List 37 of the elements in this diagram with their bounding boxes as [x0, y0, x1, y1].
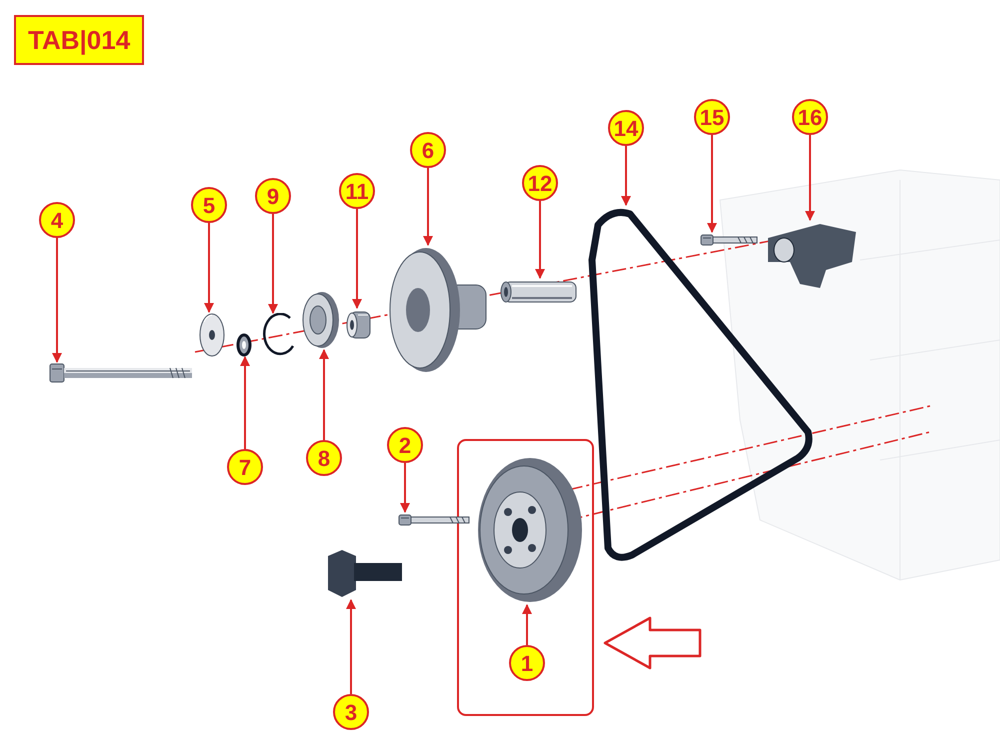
callout-number: 12: [522, 165, 558, 201]
callout-number: 9: [255, 178, 291, 214]
leader-line: [400, 463, 410, 513]
callout-number: 7: [227, 449, 263, 485]
callout-number: 3: [333, 694, 369, 730]
leader-line: [805, 135, 815, 221]
callout-number: 14: [608, 110, 644, 146]
leader-line: [268, 214, 278, 314]
leader-line: [535, 201, 545, 279]
title-label: TAB|014: [14, 15, 144, 65]
leader-line: [240, 356, 250, 449]
leader-line: [352, 209, 362, 309]
callout-number: 1: [509, 645, 545, 681]
callout-number: 5: [191, 187, 227, 223]
callout-number: 6: [410, 132, 446, 168]
washer-drawing: [198, 312, 226, 358]
leader-line: [707, 135, 717, 233]
leader-line: [423, 168, 433, 246]
bolt-drawing: [325, 548, 405, 600]
callout-number: 2: [387, 427, 423, 463]
callout-number: 11: [339, 173, 375, 209]
hub-pulley-drawing: [388, 245, 488, 375]
screw-drawing: [700, 232, 758, 248]
long-bolt-drawing: [48, 362, 193, 384]
leader-line: [621, 146, 631, 206]
callout-number: 4: [39, 202, 75, 238]
leader-line: [522, 604, 532, 645]
callout-number: 15: [694, 99, 730, 135]
callout-number: 16: [792, 99, 828, 135]
leader-line: [319, 349, 329, 440]
leader-line: [52, 238, 62, 363]
washer-drawing: [236, 333, 252, 357]
callout-number: 8: [306, 440, 342, 476]
leader-line: [204, 223, 214, 313]
bearing-drawing: [300, 290, 340, 350]
leader-line: [346, 599, 356, 694]
screw-drawing: [398, 512, 470, 528]
